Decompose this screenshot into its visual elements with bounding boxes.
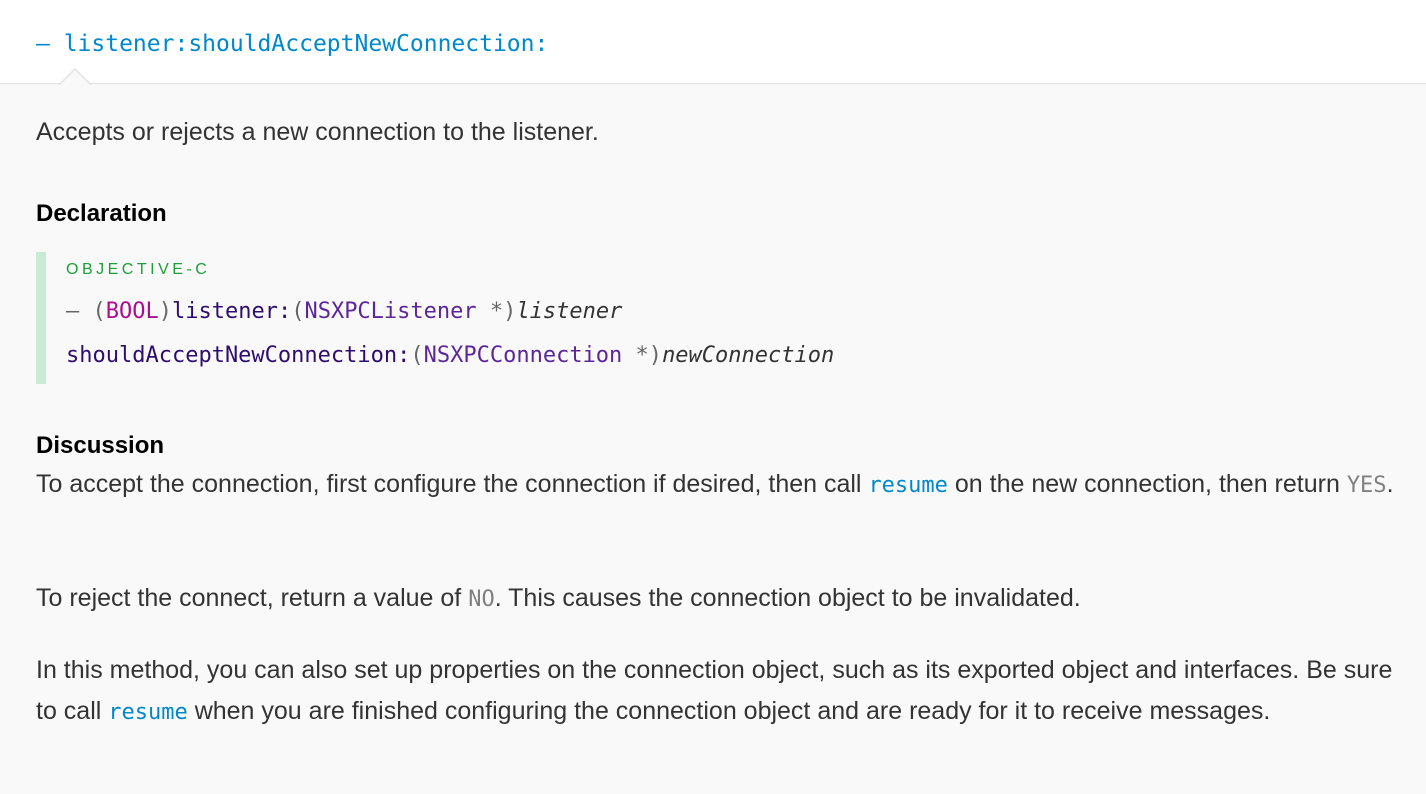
- resume-link[interactable]: resume: [868, 473, 948, 498]
- paren-close: ): [158, 299, 172, 324]
- discussion-heading: Discussion: [36, 432, 165, 459]
- paren-open: (: [410, 343, 424, 368]
- discussion-paragraph-3: In this method, you can also set up prop…: [36, 650, 1396, 733]
- declaration-heading: Declaration: [36, 200, 167, 227]
- param-name-1: listener: [516, 299, 623, 324]
- declaration-line-2: shouldAcceptNewConnection:(NSXPCConnecti…: [66, 341, 834, 371]
- declaration-block: OBJECTIVE-C – (BOOL)listener:(NSXPCListe…: [36, 252, 1036, 384]
- paragraph-text: To accept the connection, first configur…: [36, 470, 869, 498]
- paragraph-text: In this method, you can also set up prop…: [36, 656, 1393, 725]
- paragraph-text: on the new connection, then return: [947, 470, 1347, 498]
- discussion-paragraph-2: To reject the connect, return a value of…: [36, 578, 1396, 620]
- paren-open: (: [92, 299, 106, 324]
- resume-link[interactable]: resume: [108, 700, 188, 725]
- param-name-2: newConnection: [662, 343, 835, 368]
- paragraph-text: To reject the connect, return a value of: [36, 584, 469, 612]
- discussion-paragraph-1: To accept the connection, first configur…: [36, 464, 1396, 506]
- declaration-line-1: – (BOOL)listener:(NSXPCListener *)listen…: [66, 297, 622, 327]
- language-label: OBJECTIVE-C: [66, 261, 211, 278]
- method-header: – listener:shouldAcceptNewConnection:: [0, 0, 1426, 84]
- param-type-2: NSXPCConnection: [423, 343, 623, 368]
- header-pointer-fill: [59, 70, 91, 86]
- yes-constant: YES: [1346, 473, 1387, 498]
- method-abstract: Accepts or rejects a new connection to t…: [36, 118, 599, 146]
- pointer-close: *): [476, 299, 517, 324]
- paragraph-text: .: [1386, 470, 1394, 498]
- paragraph-text: . This causes the connection object to b…: [494, 584, 1081, 612]
- paren-open: (: [291, 299, 305, 324]
- no-constant: NO: [468, 587, 495, 612]
- selector-part-1: listener:: [171, 299, 292, 324]
- method-title-link[interactable]: – listener:shouldAcceptNewConnection:: [36, 31, 549, 57]
- param-type-1: NSXPCListener: [304, 299, 477, 324]
- method-dash: –: [66, 299, 93, 324]
- paragraph-text: when you are finished configuring the co…: [187, 697, 1271, 725]
- pointer-close: *): [622, 343, 663, 368]
- selector-part-2: shouldAcceptNewConnection:: [66, 343, 411, 368]
- return-type: BOOL: [105, 299, 159, 324]
